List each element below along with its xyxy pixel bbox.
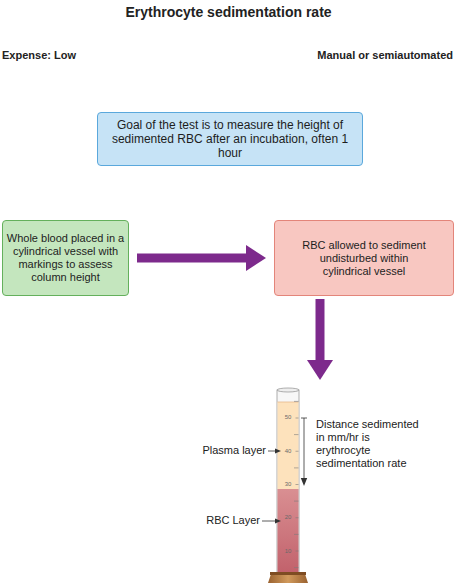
cylinder-base <box>268 574 308 583</box>
diagram-title: Erythrocyte sedimentation rate <box>0 4 457 20</box>
leader-arrowhead <box>275 449 281 454</box>
leader-line <box>262 521 276 522</box>
leader-line <box>268 451 276 452</box>
scale-number: 20 <box>282 514 294 521</box>
box-text: Whole blood placed in a cylindrical vess… <box>7 232 125 284</box>
flow-arrow <box>137 254 250 263</box>
flow-arrow <box>316 299 325 364</box>
plasma-band <box>278 402 299 489</box>
process-box: Whole blood placed in a cylindrical vess… <box>2 220 129 296</box>
scale-number: 50 <box>282 414 294 421</box>
process-box: RBC allowed to sediment undisturbed with… <box>274 220 454 296</box>
distance-arrowhead <box>301 478 307 486</box>
layer-label: Plasma layer <box>170 444 266 457</box>
header-note: Manual or semiautomated <box>300 49 453 62</box>
cylinder-tube <box>277 390 299 573</box>
box-text: RBC allowed to sediment undisturbed with… <box>298 239 430 278</box>
goal-box: Goal of the test is to measure the heigh… <box>97 112 363 166</box>
base-plate <box>270 572 306 575</box>
graduated-cylinder: 50 40 30 20 10 <box>262 383 332 583</box>
box-text: Goal of the test is to measure the heigh… <box>102 118 358 160</box>
cylinder-rim <box>277 388 299 392</box>
header-note: Expense: Low <box>2 49 152 62</box>
scale-number: 10 <box>282 548 294 555</box>
scale-number: 40 <box>282 448 294 455</box>
rbc-band <box>278 489 299 572</box>
scale-ticks <box>294 401 299 567</box>
distance-line <box>304 418 305 479</box>
leader-arrowhead <box>275 519 281 524</box>
distance-note: Distance sedimented in mm/hr is erythroc… <box>316 418 420 470</box>
layer-label: RBC Layer <box>160 514 260 527</box>
scale-number: 30 <box>282 481 294 488</box>
